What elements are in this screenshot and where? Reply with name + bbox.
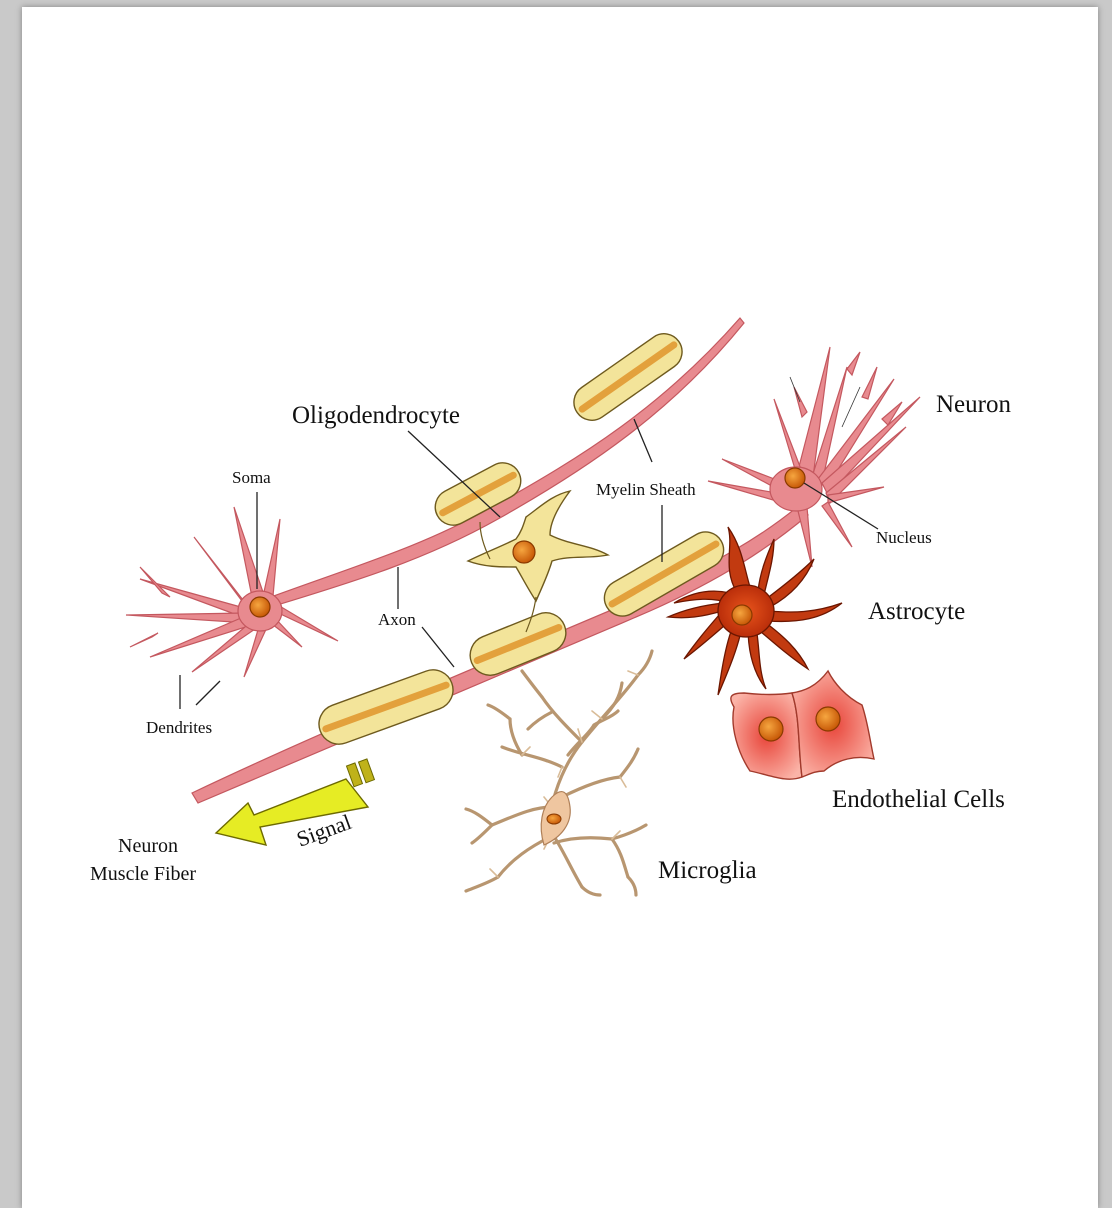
label-astrocyte: Astrocyte [868,598,965,625]
document-page: Oligodendrocyte Neuron Soma Myelin Sheat… [22,7,1098,1208]
astrocyte-nucleus [732,605,752,625]
label-myelin-sheath: Myelin Sheath [596,480,696,499]
label-target-neuron: Neuron [118,835,178,857]
glial-cells-diagram: Oligodendrocyte Neuron Soma Myelin Sheat… [22,7,1098,1208]
label-target-muscle-fiber: Muscle Fiber [90,863,196,885]
label-soma: Soma [232,468,271,487]
label-oligodendrocyte: Oligodendrocyte [292,402,460,429]
label-microglia: Microglia [658,857,757,884]
left-neuron-nucleus [250,597,270,617]
endothelial-cells [731,671,874,779]
label-endothelial-cells: Endothelial Cells [832,786,1005,813]
label-axon: Axon [378,610,416,629]
label-neuron: Neuron [936,391,1011,418]
label-nucleus: Nucleus [876,528,932,547]
right-neuron-nucleus [785,468,805,488]
label-dendrites: Dendrites [146,718,212,737]
oligodendrocyte-nucleus [513,541,535,563]
